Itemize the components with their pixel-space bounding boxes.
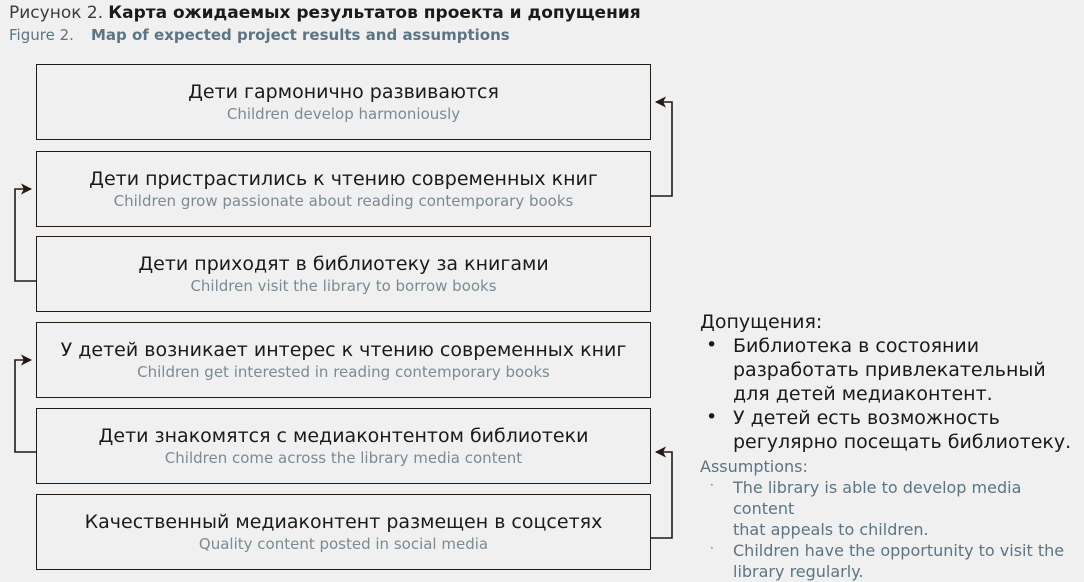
assumptions-list-ru: • Библиотека в состоянии разработать при…	[700, 334, 1080, 454]
result-box-title-ru: Дети приходят в библиотеку за книгами	[138, 252, 549, 275]
assumptions-item-ru-line: У детей есть возможность	[733, 407, 1000, 429]
result-box-children-interested-reading: У детей возникает интерес к чтению совре…	[36, 322, 651, 398]
arrow-box3-to-box2	[14, 183, 36, 282]
assumptions-item-en-line: that appeals to children.	[733, 520, 929, 539]
assumptions-heading-en: Assumptions:	[700, 457, 808, 476]
assumptions-item-ru-line: разработать привлекательный	[733, 359, 1046, 381]
caption-ru-number: Рисунок 2.	[9, 3, 104, 23]
assumptions-item-en-line: library regularly.	[733, 562, 864, 581]
result-box-title-en: Children develop harmoniously	[226, 104, 461, 123]
result-box-children-media-content: Дети знакомятся с медиаконтентом библиот…	[36, 408, 651, 484]
result-box-title-ru: У детей возникает интерес к чтению совре…	[60, 338, 627, 361]
result-box-title-en: Children visit the library to borrow boo…	[190, 276, 497, 295]
assumptions-item-en-line: Children have the opportunity to visit t…	[733, 541, 1065, 560]
bullet-icon: ·	[710, 541, 714, 555]
result-box-title-en: Quality content posted in social media	[198, 534, 489, 553]
result-box-title-en: Children come across the library media c…	[164, 448, 523, 467]
assumptions-item-en-line: The library is able to develop media con…	[733, 478, 1022, 518]
assumptions-item-ru: • Библиотека в состоянии разработать при…	[700, 334, 1080, 406]
result-box-title-ru: Дети пристрастились к чтению современных…	[89, 167, 598, 190]
result-box-children-visit-library: Дети приходят в библиотеку за книгами Ch…	[36, 236, 651, 312]
assumptions-item-ru-line: регулярно посещать библиотеку.	[733, 431, 1072, 453]
result-box-quality-content-social-media: Качественный медиаконтент размещен в соц…	[36, 494, 651, 570]
bullet-icon: ·	[710, 478, 714, 492]
assumptions-item-ru-line: для детей медиаконтент.	[733, 383, 993, 405]
assumptions-item-ru-line: Библиотека в состоянии	[733, 335, 980, 357]
assumptions-heading-ru: Допущения:	[700, 311, 823, 333]
caption-line-ru: Рисунок 2. Карта ожидаемых результатов п…	[9, 2, 809, 24]
arrow-box5-to-box4	[14, 354, 36, 453]
result-box-title-ru: Качественный медиаконтент размещен в соц…	[84, 510, 603, 533]
figure-caption: Рисунок 2. Карта ожидаемых результатов п…	[9, 2, 809, 46]
assumptions-list-en: · The library is able to develop media c…	[700, 477, 1080, 582]
assumptions-panel: Допущения: • Библиотека в состоянии разр…	[700, 310, 1080, 582]
bullet-icon: •	[706, 334, 718, 356]
caption-line-en: Figure 2. Map of expected project result…	[9, 24, 809, 46]
result-box-title-en: Children grow passionate about reading c…	[113, 191, 574, 210]
assumptions-item-en: · The library is able to develop media c…	[700, 477, 1080, 540]
caption-en-title: Map of expected project results and assu…	[90, 26, 510, 44]
result-box-title-en: Children get interested in reading conte…	[137, 362, 550, 381]
result-box-title-ru: Дети знакомятся с медиаконтентом библиот…	[98, 424, 589, 447]
assumptions-item-ru: • У детей есть возможность регулярно пос…	[700, 406, 1080, 454]
assumptions-item-en: · Children have the opportunity to visit…	[700, 540, 1080, 582]
caption-ru-title: Карта ожидаемых результатов проекта и до…	[108, 3, 641, 23]
arrow-box2-to-box1	[651, 96, 673, 197]
bullet-icon: •	[706, 406, 718, 428]
result-box-title-ru: Дети гармонично развиваются	[188, 80, 499, 103]
caption-en-number: Figure 2.	[9, 26, 74, 44]
result-box-children-develop-harmoniously: Дети гармонично развиваются Children dev…	[36, 64, 651, 140]
arrow-box6-to-box5	[651, 446, 673, 539]
result-box-children-passionate-reading: Дети пристрастились к чтению современных…	[36, 151, 651, 227]
